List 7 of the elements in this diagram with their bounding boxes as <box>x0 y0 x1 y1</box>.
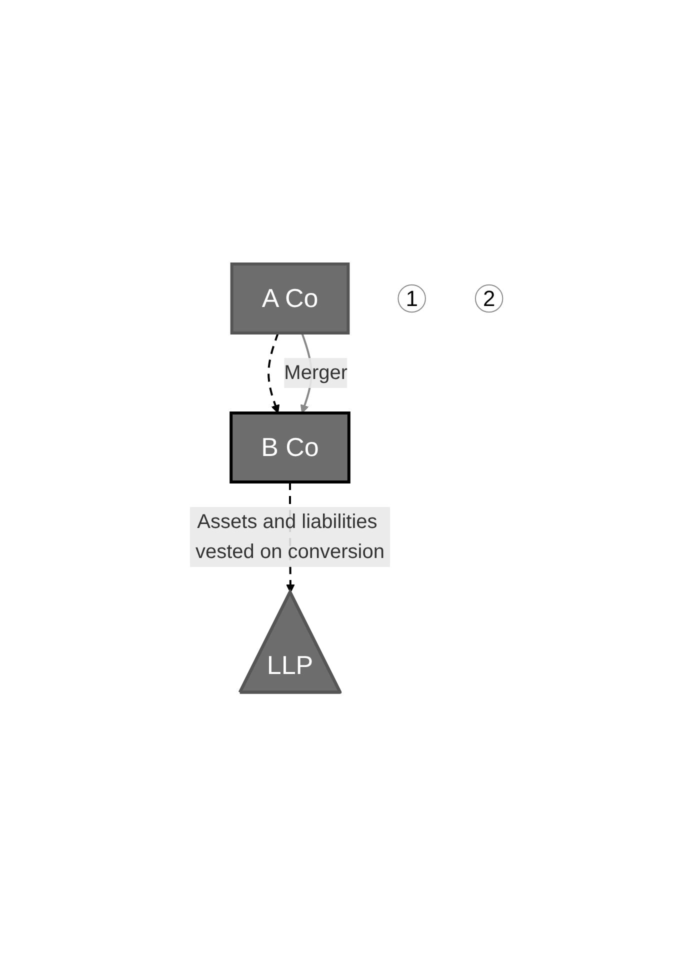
edge-label: Merger <box>284 362 348 384</box>
node-box: B Co <box>230 411 351 484</box>
node-circle: 2 <box>475 284 504 312</box>
node-circle: 1 <box>398 284 426 312</box>
arrow <box>268 332 280 414</box>
node-box: A Co <box>230 262 350 334</box>
edge-label: Assets and liabilities vested on conversion <box>196 510 385 563</box>
